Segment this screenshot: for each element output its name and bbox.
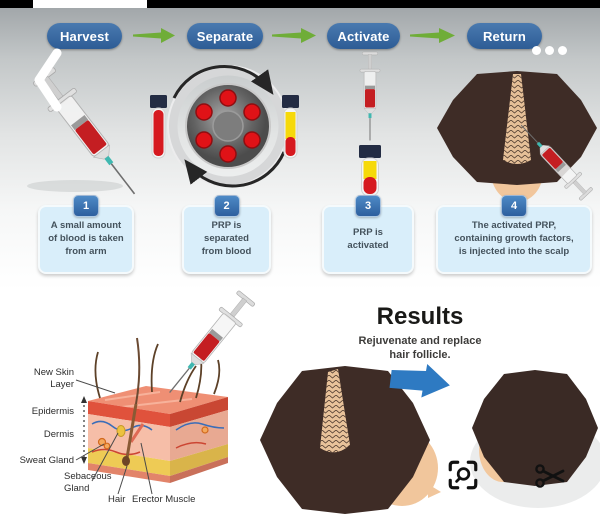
pill-return: Return — [467, 23, 542, 49]
flow-arrow-2 — [272, 28, 316, 43]
blood-draw-syringe-illustration — [27, 63, 149, 206]
step-4-text: The activated PRP, containing growth fac… — [454, 220, 574, 257]
back-button[interactable] — [32, 48, 62, 117]
step-3-text: PRP is activated — [347, 226, 389, 251]
pill-harvest-label: Harvest — [59, 28, 110, 44]
results-before-head-illustration — [260, 366, 441, 514]
top-status-bar-highlight — [33, 0, 147, 8]
flow-arrow-3 — [410, 28, 455, 43]
results-title: Results — [376, 303, 464, 330]
label-epidermis: Epidermis — [31, 406, 74, 417]
pill-activate-label: Activate — [337, 28, 390, 44]
label-sweat-gland: Sweat Gland — [19, 455, 74, 466]
pill-separate-label: Separate — [196, 28, 254, 44]
step-1-badge: 1 — [73, 195, 99, 217]
top-status-bar — [0, 0, 600, 8]
step-1-text: A small amount of blood is taken from ar… — [48, 220, 124, 257]
lens-search-icon — [448, 460, 478, 490]
pill-activate: Activate — [327, 23, 400, 49]
results-subtitle: Rejuvenate and replace hair follicle. — [358, 335, 482, 362]
pill-separate: Separate — [187, 23, 263, 49]
label-sebaceous-gland: Sebaceous Gland — [64, 471, 112, 494]
activation-syringe-illustration — [359, 51, 381, 197]
more-options-dot — [558, 46, 567, 55]
scalp-injection-head-illustration — [437, 71, 597, 212]
label-dermis: Dermis — [43, 429, 74, 440]
step-3-badge: 3 — [355, 195, 381, 217]
label-new-skin-layer: New Skin Layer — [33, 367, 74, 390]
flow-arrow-1 — [133, 28, 175, 43]
step-4-badge: 4 — [501, 195, 527, 217]
lens-search-button[interactable] — [446, 458, 480, 492]
centrifuge-illustration — [167, 64, 289, 188]
pill-harvest: Harvest — [47, 23, 122, 49]
results-after-head-illustration — [470, 370, 600, 508]
step-box-3: 3 PRP is activated — [322, 195, 414, 274]
more-options-dot — [545, 46, 554, 55]
whole-blood-tube-illustration — [150, 95, 167, 159]
more-options-dot — [532, 46, 541, 55]
separated-blood-tube-illustration — [282, 95, 299, 159]
results-arrow — [389, 364, 450, 398]
back-chevron-icon — [34, 48, 62, 112]
step-2-badge: 2 — [213, 195, 240, 217]
more-options-button[interactable] — [532, 46, 567, 55]
label-erector-muscle: Erector Muscle — [132, 494, 196, 505]
pill-return-label: Return — [482, 28, 527, 44]
scissors-button[interactable] — [534, 462, 566, 490]
skin-cross-section-illustration — [75, 287, 259, 495]
label-hair: Hair — [108, 494, 126, 505]
step-box-4: 4 The activated PRP, containing growth f… — [436, 195, 592, 274]
step-box-2: 2 PRP is separated from blood — [182, 195, 271, 274]
step-box-1: 1 A small amount of blood is taken from … — [38, 195, 134, 274]
step-2-text: PRP is separated from blood — [201, 220, 252, 257]
scissors-icon — [535, 464, 565, 488]
